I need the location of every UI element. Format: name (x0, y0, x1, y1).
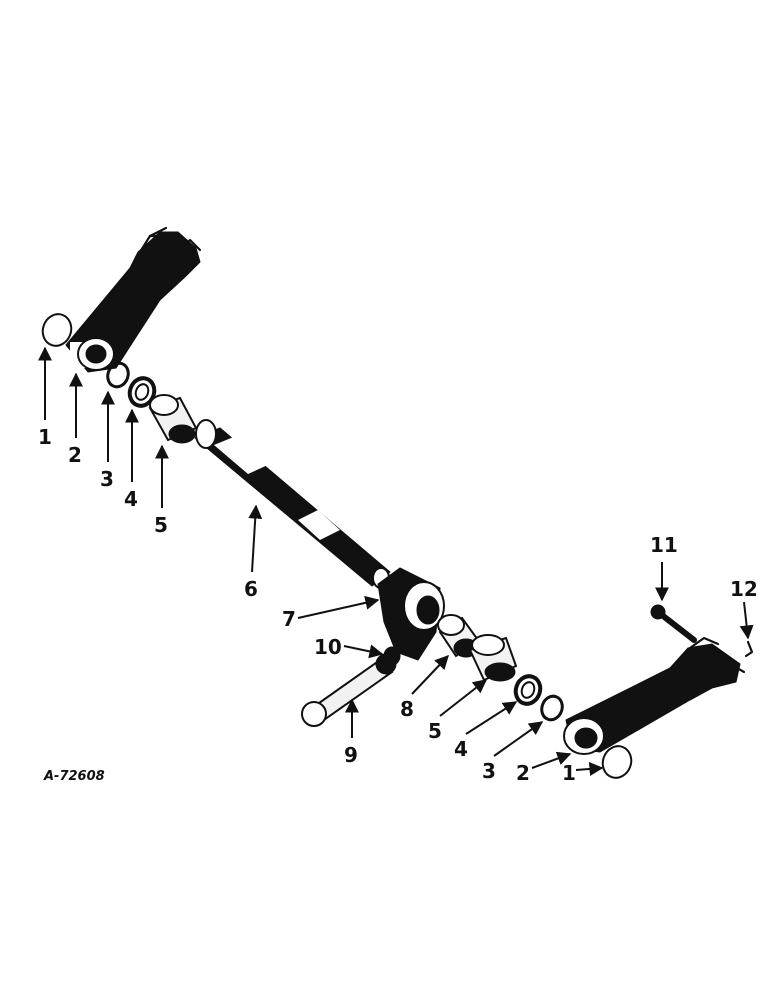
part-6-shaft (194, 419, 391, 589)
callout-5-right: 5 (428, 719, 442, 743)
leader-5-right (439, 679, 488, 717)
part-5-right-bushing (468, 634, 518, 682)
callout-11: 11 (650, 533, 678, 557)
leader-6 (248, 504, 263, 573)
callout-5-left: 5 (154, 513, 168, 537)
callout-1-left: 1 (38, 425, 52, 449)
leader-1-right (575, 761, 604, 776)
part-4-right-seal (513, 674, 543, 706)
callout-12: 12 (730, 577, 758, 601)
leader-12 (739, 601, 754, 640)
part-3-right-ring (540, 694, 564, 722)
part-4-left-seal (127, 376, 157, 408)
callout-1-right: 1 (562, 761, 576, 785)
leader-10 (343, 644, 384, 659)
part-2-right-lever-arm (563, 636, 746, 755)
part-3-left-ring (106, 361, 130, 389)
callout-8: 8 (400, 697, 414, 721)
callout-6: 6 (244, 577, 258, 601)
callout-2-right: 2 (516, 761, 530, 785)
callout-4-right: 4 (454, 737, 468, 761)
leader-2-right (531, 751, 572, 769)
part-12-cotter-pin (744, 640, 754, 658)
callout-3-left: 3 (100, 467, 114, 491)
part-2-left-lever-arm (65, 226, 202, 373)
part-5-left-bushing (148, 394, 198, 444)
callout-10: 10 (314, 635, 342, 659)
part-1-left-washer (41, 313, 73, 347)
callout-9: 9 (344, 743, 358, 767)
callout-2-left: 2 (68, 443, 82, 467)
callout-7: 7 (282, 607, 296, 631)
callout-4-left: 4 (124, 487, 138, 511)
leader-7 (297, 595, 380, 619)
leader-3-right (493, 721, 544, 757)
part-7-hub-bracket (377, 567, 445, 661)
leader-4-right (465, 701, 518, 735)
callout-3-right: 3 (482, 759, 496, 783)
leader-8 (411, 654, 449, 695)
part-9-control-lever (301, 653, 397, 727)
drawing-code: A-72608 (43, 769, 105, 784)
part-11-pin (650, 604, 697, 643)
part-1-right-washer (601, 745, 633, 779)
